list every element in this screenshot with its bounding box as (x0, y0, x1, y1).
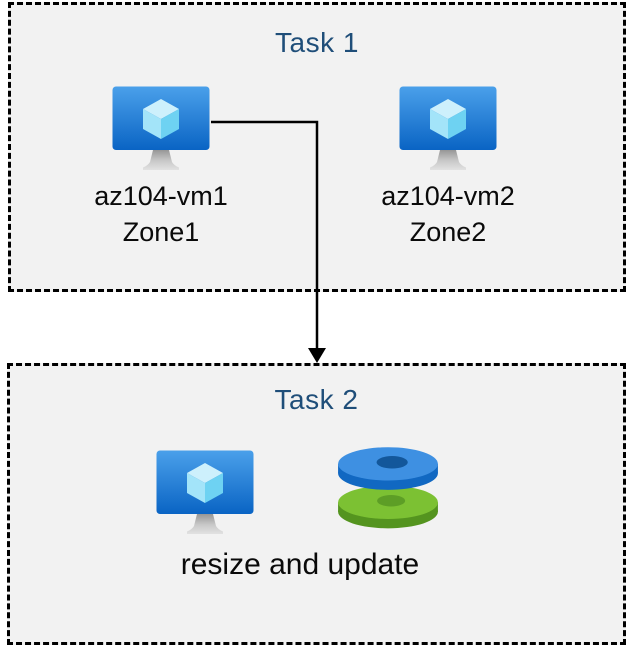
task1-box: Task 1 az104-vm1 Zone1 (8, 2, 626, 292)
task2-box: Task 2 resize (7, 363, 626, 645)
vm-name: az104-vm2 (381, 181, 515, 211)
virtual-machine-icon (399, 86, 497, 170)
task2-title: Task 2 (274, 384, 359, 415)
virtual-machine-icon (156, 450, 254, 534)
vm-group-az104-vm2: az104-vm2 Zone2 (348, 86, 548, 250)
managed-disks-icon (338, 447, 438, 529)
blue-disk (338, 447, 438, 490)
task2-caption: resize and update (180, 548, 420, 581)
vm-label: az104-vm1 Zone1 (94, 178, 228, 250)
vm-label: az104-vm2 Zone2 (381, 178, 515, 250)
virtual-machine-icon (112, 86, 210, 170)
task1-title: Task 1 (275, 27, 359, 58)
arrowhead-icon (308, 348, 326, 363)
green-disk (338, 485, 438, 529)
vm-zone: Zone2 (409, 217, 487, 247)
vm-group-az104-vm1: az104-vm1 Zone1 (61, 86, 261, 250)
vm-zone: Zone1 (122, 217, 200, 247)
vm-name: az104-vm1 (94, 181, 228, 211)
